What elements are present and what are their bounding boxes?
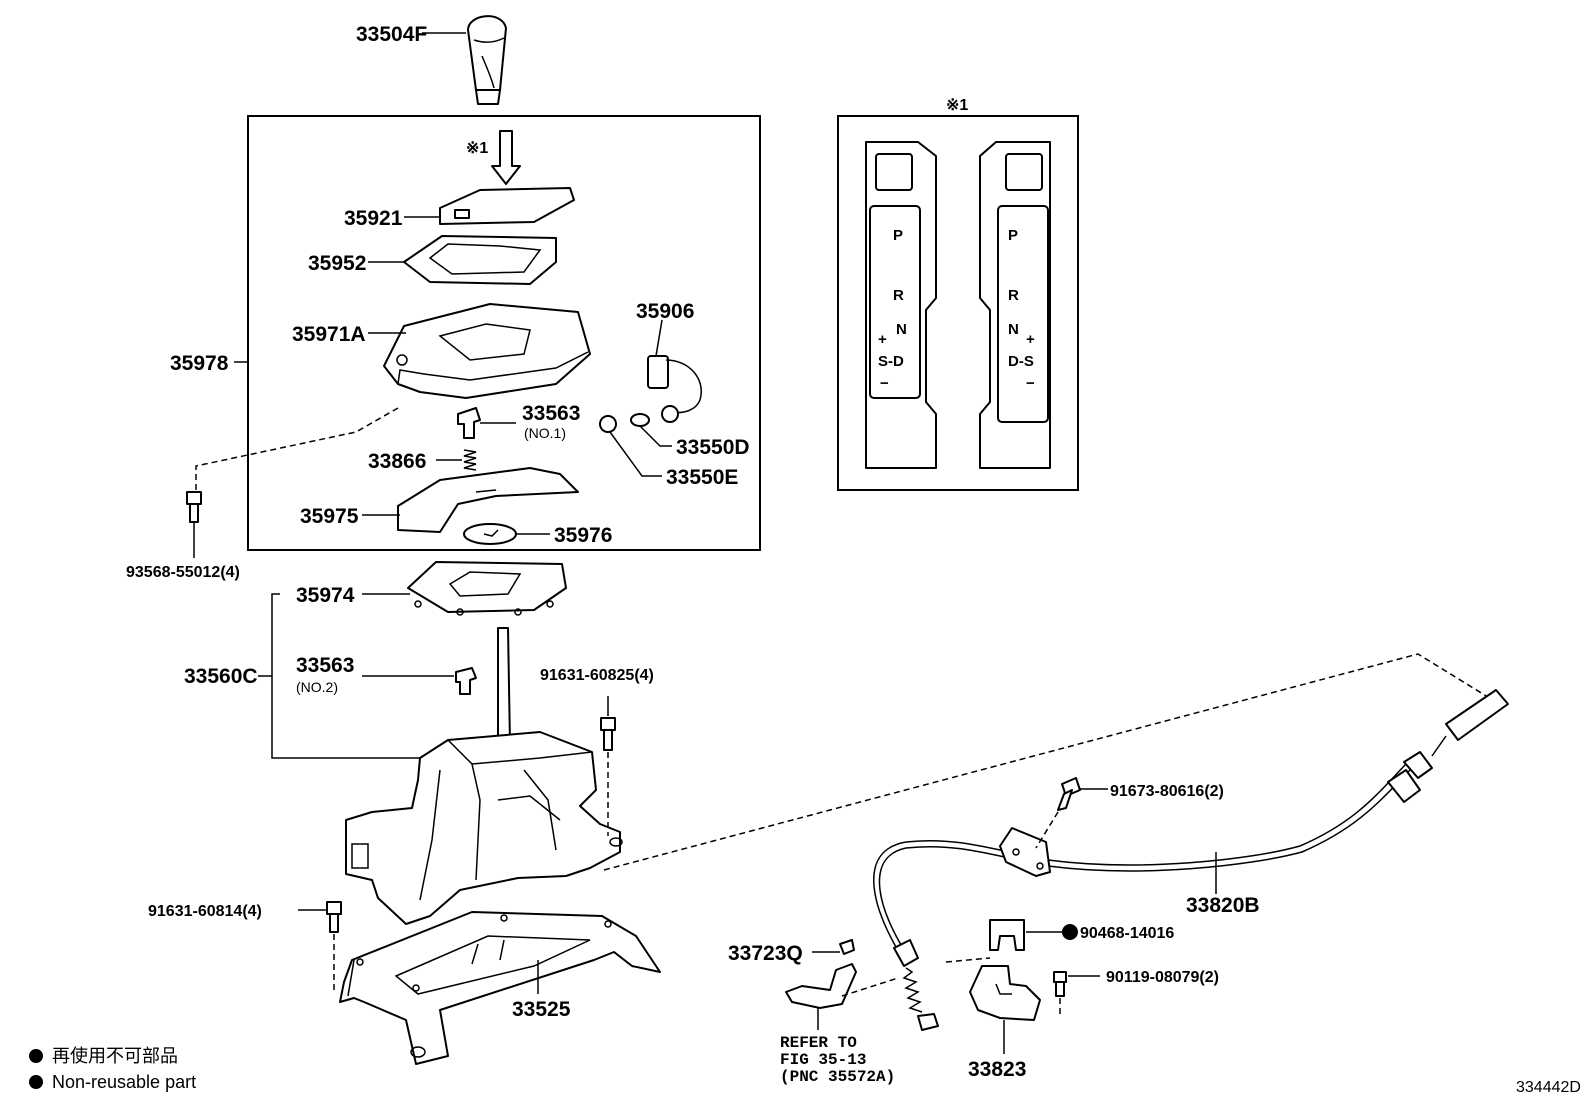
- non-reusable-marker-icon: [1062, 924, 1078, 940]
- label-33563-no1: 33563: [522, 402, 580, 425]
- part-35921: [439, 187, 575, 225]
- part-33550D: [630, 413, 650, 427]
- refer-line-1: REFER TO: [780, 1034, 857, 1052]
- part-90468-clip: [989, 919, 1025, 951]
- part-35976: [463, 523, 517, 545]
- legend-line-2: Non-reusable part: [52, 1072, 196, 1092]
- gate-left-sd: S-D: [878, 353, 904, 370]
- gate-left-minus: −: [880, 375, 889, 392]
- label-knob: 33504F: [356, 23, 427, 46]
- label-93568: 93568-55012(4): [126, 564, 240, 581]
- part-33563-no2: [455, 667, 477, 695]
- bolt-91631-60814-icon: [326, 901, 342, 933]
- bolt-91631-60825-icon: [600, 717, 616, 751]
- label-91631-60814: 91631-60814(4): [148, 903, 262, 920]
- label-35906: 35906: [636, 300, 694, 323]
- refer-line-3: (PNC 35572A): [780, 1068, 895, 1086]
- part-33866-spring: [463, 449, 477, 471]
- part-35952: [403, 235, 557, 285]
- gate-left-plus: +: [878, 331, 887, 348]
- part-33823-bracket: [969, 965, 1041, 1021]
- label-35952: 35952: [308, 252, 366, 275]
- gate-left-p: P: [893, 227, 903, 244]
- gate-left-r: R: [893, 287, 904, 304]
- gate-right-minus: −: [1026, 375, 1035, 392]
- down-arrow-icon: [491, 130, 521, 185]
- gate-left-n: N: [896, 321, 907, 338]
- part-33525-bracket: [339, 911, 661, 1065]
- part-33820B-cable: [873, 689, 1509, 1031]
- bolt-90119-icon: [1053, 971, 1067, 997]
- shift-knob: [467, 15, 507, 105]
- gate-right-ds: D-S: [1008, 353, 1034, 370]
- label-33525: 33525: [512, 998, 571, 1021]
- part-33550E: [599, 415, 617, 433]
- label-33563-no1-sub: (NO.1): [524, 425, 566, 441]
- legend-bullet-icon-2: [29, 1075, 43, 1089]
- label-91631-60825: 91631-60825(4): [540, 667, 654, 684]
- label-33723Q: 33723Q: [728, 942, 803, 965]
- label-33866: 33866: [368, 450, 426, 473]
- part-35971A: [383, 303, 591, 399]
- gate-plate-left: P R N + S-D −: [865, 141, 937, 469]
- label-91673: 91673-80616(2): [1110, 783, 1224, 800]
- gate-right-plus: +: [1026, 331, 1035, 348]
- legend-line-1: 再使用不可部品: [52, 1046, 178, 1066]
- part-35975: [397, 467, 579, 533]
- label-33820B: 33820B: [1186, 894, 1260, 917]
- label-33560C: 33560C: [184, 665, 258, 688]
- part-35974: [407, 561, 567, 616]
- gate-right-r: R: [1008, 287, 1019, 304]
- part-33563-no1: [457, 407, 481, 439]
- label-33550E: 33550E: [666, 466, 738, 489]
- diagram-code: 334442D: [1516, 1079, 1581, 1096]
- inset-box: [837, 115, 1079, 491]
- label-35971A: 35971A: [292, 323, 366, 346]
- bolt-93568-icon: [186, 491, 202, 523]
- label-35921: 35921: [344, 207, 403, 230]
- legend-bullet-icon-1: [29, 1049, 43, 1063]
- label-90119: 90119-08079(2): [1106, 969, 1219, 986]
- bracket-ref-fig-35-13: [785, 963, 857, 1009]
- gate-plate-right: P R N + D-S −: [979, 141, 1051, 469]
- label-33823: 33823: [968, 1058, 1026, 1081]
- label-35976: 35976: [554, 524, 612, 547]
- note-mark: ※1: [466, 140, 488, 157]
- label-33550D: 33550D: [676, 436, 750, 459]
- assembly-box-35978: [247, 115, 761, 551]
- refer-line-2: FIG 35-13: [780, 1051, 866, 1069]
- label-35978: 35978: [170, 352, 229, 375]
- label-35974: 35974: [296, 584, 355, 607]
- part-33723Q: [839, 939, 855, 955]
- label-33563-no2: 33563: [296, 654, 354, 677]
- gate-right-n: N: [1008, 321, 1019, 338]
- bolt-91673-icon: [1057, 777, 1081, 811]
- label-35975: 35975: [300, 505, 359, 528]
- label-33563-no2-sub: (NO.2): [296, 679, 338, 695]
- part-33560C-shift-lever: [345, 627, 623, 925]
- inset-mark: ※1: [946, 97, 968, 114]
- gate-right-p: P: [1008, 227, 1018, 244]
- label-90468: 90468-14016: [1080, 925, 1174, 942]
- part-35906: [647, 355, 702, 423]
